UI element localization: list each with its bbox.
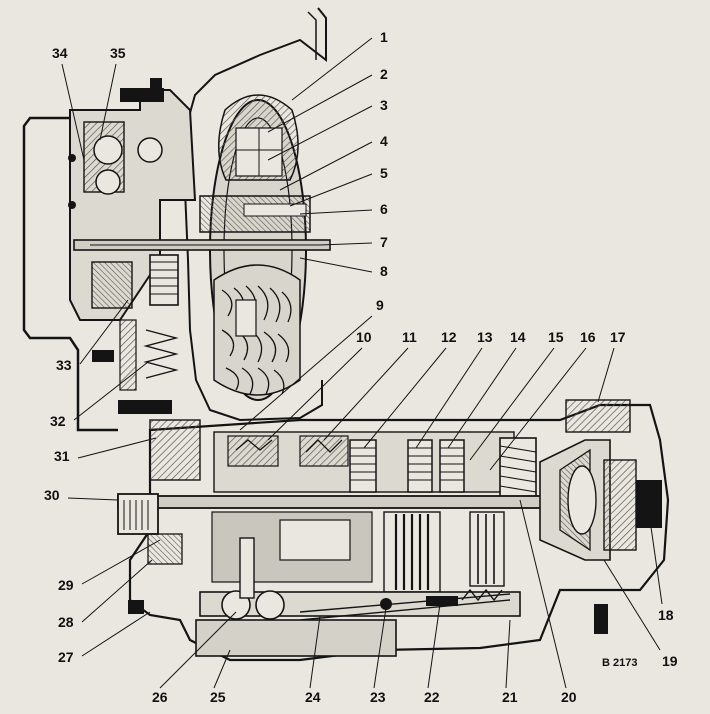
callout-24: 24 bbox=[305, 689, 321, 705]
pump-gear-upper bbox=[93, 135, 123, 165]
leader-line-33 bbox=[79, 299, 129, 365]
pump-and-front-cover bbox=[22, 78, 197, 432]
leader-line-3 bbox=[267, 105, 373, 161]
leader-line-26 bbox=[159, 611, 237, 689]
callout-8: 8 bbox=[380, 263, 388, 279]
callout-25: 25 bbox=[210, 689, 226, 705]
callout-12: 12 bbox=[441, 329, 457, 345]
figure-reference-code: B 2173 bbox=[602, 657, 637, 669]
callout-33: 33 bbox=[56, 357, 72, 373]
callout-14: 14 bbox=[510, 329, 526, 345]
leader-line-29 bbox=[81, 539, 161, 585]
callout-4: 4 bbox=[380, 133, 388, 149]
leader-line-21 bbox=[505, 619, 511, 689]
leader-line-4 bbox=[279, 141, 373, 191]
input-shaft bbox=[73, 239, 331, 251]
callout-17: 17 bbox=[610, 329, 626, 345]
governor-spring bbox=[143, 329, 179, 379]
callout-20: 20 bbox=[561, 689, 577, 705]
callout-9: 9 bbox=[376, 297, 384, 313]
speedometer-drive-17 bbox=[565, 399, 631, 433]
leader-line-19 bbox=[603, 559, 661, 651]
callout-34: 34 bbox=[52, 45, 68, 61]
callout-29: 29 bbox=[58, 577, 74, 593]
callout-28: 28 bbox=[58, 614, 74, 630]
callout-27: 27 bbox=[58, 649, 74, 665]
callout-6: 6 bbox=[380, 201, 388, 217]
leader-line-31 bbox=[77, 437, 157, 459]
planetary-gear-sets bbox=[349, 439, 465, 493]
leader-line-10 bbox=[267, 347, 363, 441]
leader-line-15 bbox=[469, 347, 555, 461]
leader-line-34 bbox=[61, 63, 85, 161]
leader-line-2 bbox=[267, 74, 373, 133]
callout-30: 30 bbox=[44, 487, 60, 503]
multi-plate-clutch bbox=[383, 511, 505, 593]
side-bearing bbox=[636, 480, 662, 528]
leader-line-24 bbox=[309, 615, 321, 689]
pump-drive-gear bbox=[149, 254, 179, 306]
clutch-pack-rear bbox=[299, 435, 349, 467]
callout-3: 3 bbox=[380, 97, 388, 113]
leader-line-1 bbox=[291, 37, 373, 101]
leader-line-14 bbox=[447, 347, 517, 449]
pressure-spring-22 bbox=[461, 588, 503, 602]
turbine-lower bbox=[213, 264, 301, 396]
callout-22: 22 bbox=[424, 689, 440, 705]
callout-21: 21 bbox=[502, 689, 518, 705]
leader-line-25 bbox=[213, 649, 231, 689]
leader-line-22 bbox=[427, 603, 441, 689]
differential-assembly bbox=[539, 399, 662, 561]
callout-32: 32 bbox=[50, 413, 66, 429]
leader-line-28 bbox=[81, 559, 153, 623]
callout-19: 19 bbox=[662, 653, 678, 669]
callout-1: 1 bbox=[380, 29, 388, 45]
leader-line-35 bbox=[99, 63, 117, 141]
callout-13: 13 bbox=[477, 329, 493, 345]
callout-23: 23 bbox=[370, 689, 386, 705]
leader-line-7 bbox=[319, 242, 373, 246]
leader-line-32 bbox=[73, 361, 149, 421]
leader-line-9 bbox=[239, 315, 373, 431]
callout-7: 7 bbox=[380, 234, 388, 250]
callout-18: 18 bbox=[658, 607, 674, 623]
output-drive-gear bbox=[499, 437, 537, 499]
callout-10: 10 bbox=[356, 329, 372, 345]
callout-31: 31 bbox=[54, 448, 70, 464]
leader-line-20 bbox=[519, 499, 567, 689]
input-spline-30 bbox=[117, 493, 159, 535]
leader-line-6 bbox=[299, 209, 373, 215]
leader-line-30 bbox=[67, 497, 119, 501]
leader-line-8 bbox=[299, 257, 373, 273]
leader-line-5 bbox=[289, 173, 373, 207]
gearbox-section bbox=[117, 399, 670, 662]
callout-11: 11 bbox=[402, 329, 417, 345]
leader-line-13 bbox=[415, 347, 483, 449]
leader-line-17 bbox=[597, 347, 615, 403]
callout-26: 26 bbox=[152, 689, 168, 705]
callout-16: 16 bbox=[580, 329, 596, 345]
leader-line-18 bbox=[649, 519, 663, 605]
oil-sump-pan-25 bbox=[195, 619, 397, 657]
valve-body-and-sump bbox=[195, 537, 521, 657]
leader-line-12 bbox=[363, 347, 447, 449]
callout-35: 35 bbox=[110, 45, 126, 61]
callout-15: 15 bbox=[548, 329, 564, 345]
leader-line-23 bbox=[373, 607, 387, 689]
callout-5: 5 bbox=[380, 165, 388, 181]
differential-carrier bbox=[603, 459, 637, 551]
oil-pipe-loop bbox=[22, 116, 118, 432]
callout-leader-lines bbox=[61, 37, 663, 689]
output-shaft bbox=[117, 495, 559, 509]
callout-2: 2 bbox=[380, 66, 388, 82]
leader-line-27 bbox=[81, 611, 151, 657]
leader-line-16 bbox=[489, 347, 587, 471]
leader-line-11 bbox=[323, 347, 409, 441]
clutch-pack-front bbox=[227, 435, 279, 467]
